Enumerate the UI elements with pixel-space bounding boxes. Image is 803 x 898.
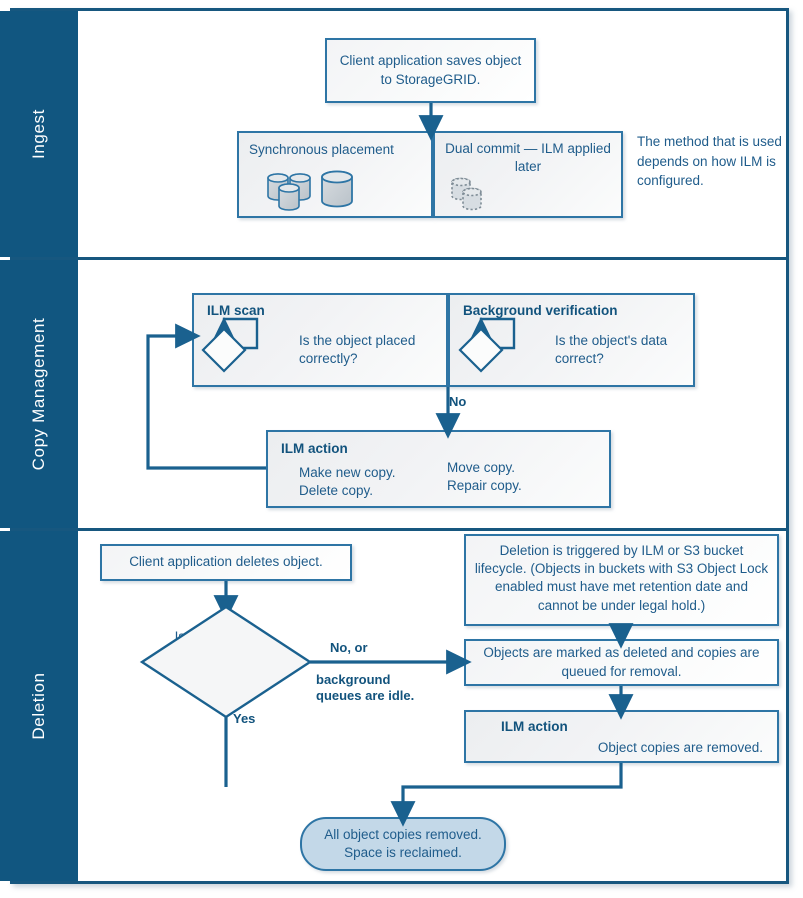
dual-commit-box[interactable]: Dual commit — ILM applied later: [433, 131, 623, 218]
ilm-action-title-deletion: ILM action: [501, 719, 568, 734]
band-copy-management-label: Copy Management: [29, 317, 48, 471]
copy-no-label: No: [449, 394, 467, 409]
deletion-trigger-box[interactable]: Deletion is triggered by ILM or S3 bucke…: [464, 534, 779, 626]
band-divider-2: [10, 528, 789, 531]
dual-commit-title: Dual commit — ILM applied later: [445, 141, 611, 175]
ilm-action-box-deletion[interactable]: ILM action Object copies are removed.: [464, 710, 779, 763]
deletion-marked-box[interactable]: Objects are marked as deleted and copies…: [464, 639, 779, 686]
band-copy-management: Copy Management: [0, 260, 78, 528]
band-divider-1: [10, 257, 789, 260]
band-ingest: Ingest: [0, 11, 78, 257]
deletion-trigger-text: Deletion is triggered by ILM or S3 bucke…: [474, 543, 769, 613]
branch-yes-label: Yes: [233, 711, 256, 726]
branch-no-label: No, or: [330, 640, 368, 655]
deletion-start-text: Client application deletes object.: [129, 554, 323, 570]
ingest-note: The method that is used depends on how I…: [637, 134, 782, 189]
synchronous-placement-box[interactable]: Synchronous placement: [237, 131, 433, 218]
deletion-marked-text: Objects are marked as deleted and copies…: [483, 645, 760, 679]
band-ingest-label: Ingest: [29, 109, 48, 159]
background-verification-box[interactable]: Background verification Is the object's …: [448, 293, 695, 387]
synchronous-placement-title: Synchronous placement: [249, 142, 394, 157]
ilm-action-body-deletion: Object copies are removed.: [597, 740, 763, 755]
ilm-action-box-copy[interactable]: ILM action Make new copy. Delete copy. M…: [266, 430, 611, 508]
ilm-scan-question: Is the object placed correctly?: [299, 333, 416, 367]
ilm-action-make-new-copy: Make new copy.: [299, 465, 396, 480]
ilm-action-move-copy: Move copy.: [447, 460, 516, 475]
ingest-start-text: Client application saves object to Stora…: [339, 53, 522, 87]
background-verification-title: Background verification: [463, 303, 618, 318]
branch-background-queues-label: background queues are idle.: [316, 672, 415, 704]
ilm-scan-box[interactable]: ILM scan Is the object placed correctly?: [192, 293, 448, 387]
background-verification-question: Is the object's data correct?: [555, 333, 668, 367]
ilm-action-delete-copy: Delete copy.: [299, 483, 374, 499]
deletion-terminator[interactable]: All object copies removed. Space is recl…: [300, 817, 506, 871]
ilm-scan-title: ILM scan: [207, 303, 265, 318]
band-deletion-label: Deletion: [29, 672, 48, 740]
ilm-action-repair-copy: Repair copy.: [447, 478, 522, 494]
ilm-action-title-copy: ILM action: [281, 441, 348, 456]
deletion-decision-text: Is synchronous removal possible?: [165, 629, 275, 662]
ingest-start-box[interactable]: Client application saves object to Stora…: [325, 38, 536, 103]
band-deletion: Deletion: [0, 531, 78, 881]
deletion-terminator-text: All object copies removed. Space is recl…: [324, 826, 482, 860]
deletion-start-box[interactable]: Client application deletes object.: [100, 544, 352, 581]
